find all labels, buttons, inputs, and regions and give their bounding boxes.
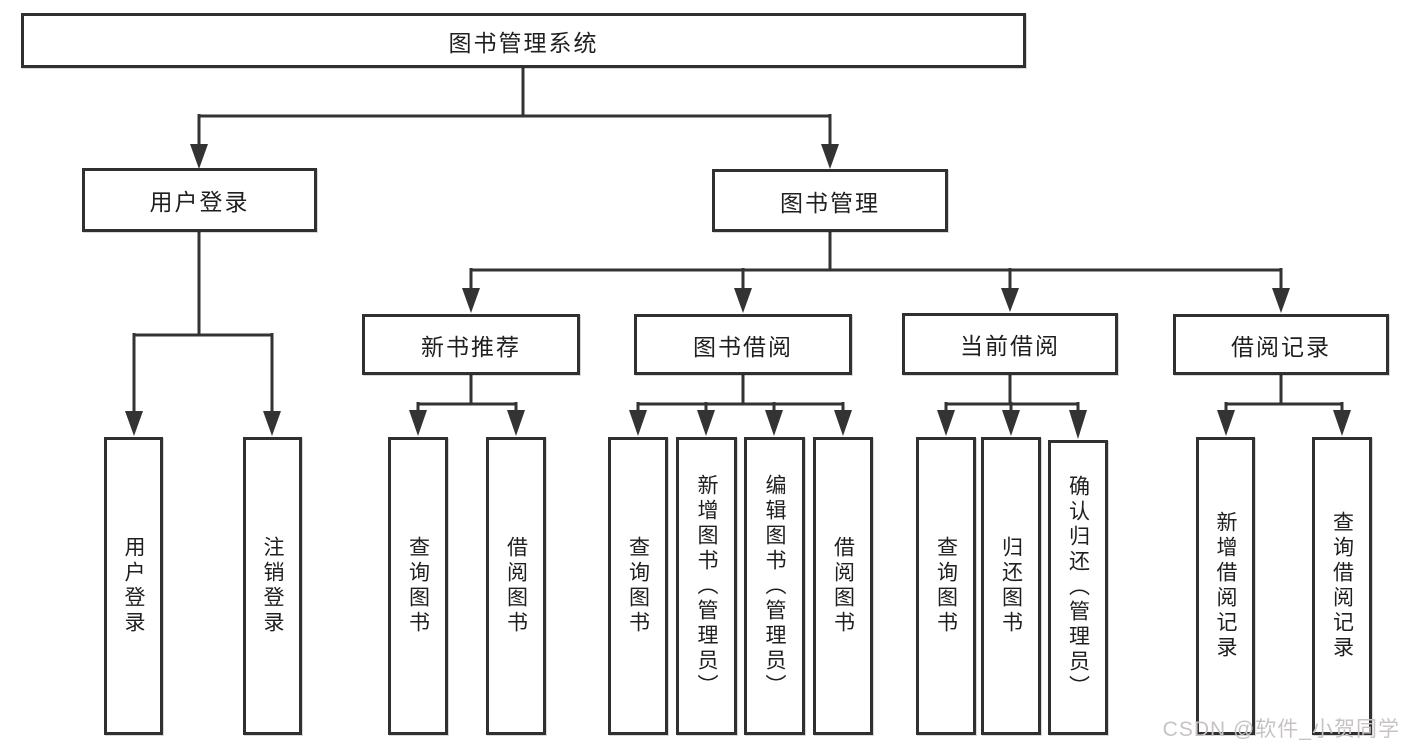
connector-user-login-to-children xyxy=(125,231,281,436)
leaf-records-add: 新增借阅记录 xyxy=(1196,437,1255,735)
leaf-borrow-edit: 编辑图书（管理员） xyxy=(744,437,805,735)
node-book-borrow-label: 图书借阅 xyxy=(693,333,793,360)
node-new-book-label: 新书推荐 xyxy=(421,333,521,360)
leaf-current-query: 查询图书 xyxy=(916,437,976,735)
connector-book-borrow-to-children xyxy=(629,373,852,436)
leaf-current-return: 归还图书 xyxy=(981,437,1041,735)
leaf-logout: 注销登录 xyxy=(243,437,302,735)
leaf-current-confirm: 确认归还（管理员） xyxy=(1048,440,1108,735)
leaf-borrow-add-label: 新增图书（管理员） xyxy=(695,473,718,699)
connector-root-to-level2 xyxy=(190,68,839,169)
node-user-login: 用户登录 xyxy=(82,168,317,232)
node-root-label: 图书管理系统 xyxy=(448,29,599,56)
leaf-newbook-borrow: 借阅图书 xyxy=(486,437,546,735)
leaf-current-query-label: 查询图书 xyxy=(934,536,958,636)
connector-new-book-to-children xyxy=(409,373,525,436)
leaf-borrow-query: 查询图书 xyxy=(608,437,668,735)
node-current-borrow-label: 当前借阅 xyxy=(960,333,1060,359)
node-book-mgmt-label: 图书管理 xyxy=(780,189,880,216)
node-book-borrow: 图书借阅 xyxy=(634,314,852,375)
connector-borrow-records-to-children xyxy=(1217,373,1351,436)
leaf-newbook-query: 查询图书 xyxy=(388,437,448,735)
leaf-newbook-query-label: 查询图书 xyxy=(406,536,430,636)
leaf-current-return-label: 归还图书 xyxy=(999,536,1023,636)
leaf-records-query: 查询借阅记录 xyxy=(1312,437,1372,735)
connector-current-borrow-to-children xyxy=(937,373,1087,439)
node-current-borrow: 当前借阅 xyxy=(902,313,1118,375)
leaf-newbook-borrow-label: 借阅图书 xyxy=(504,536,528,636)
connector-book-mgmt-to-level3 xyxy=(462,231,1290,313)
leaf-borrow-edit-label: 编辑图书（管理员） xyxy=(763,473,786,699)
leaf-records-query-label: 查询借阅记录 xyxy=(1330,511,1354,661)
node-user-login-label: 用户登录 xyxy=(149,189,250,215)
leaf-logout-label: 注销登录 xyxy=(261,536,284,636)
node-root: 图书管理系统 xyxy=(21,13,1026,68)
node-new-book: 新书推荐 xyxy=(362,314,580,375)
watermark: CSDN @软件_小贺同学 xyxy=(1162,718,1400,741)
leaf-current-confirm-label: 确认归还（管理员） xyxy=(1066,475,1090,700)
leaf-user-login-label: 用户登录 xyxy=(122,536,145,636)
leaf-borrow-borrow: 借阅图书 xyxy=(813,437,873,735)
node-borrow-records-label: 借阅记录 xyxy=(1231,333,1331,360)
leaf-user-login: 用户登录 xyxy=(104,437,163,735)
leaf-borrow-add: 新增图书（管理员） xyxy=(676,437,737,735)
leaf-borrow-borrow-label: 借阅图书 xyxy=(831,536,855,636)
node-borrow-records: 借阅记录 xyxy=(1173,314,1389,375)
leaf-records-add-label: 新增借阅记录 xyxy=(1214,511,1237,661)
leaf-borrow-query-label: 查询图书 xyxy=(626,536,650,636)
node-book-mgmt: 图书管理 xyxy=(712,169,948,232)
